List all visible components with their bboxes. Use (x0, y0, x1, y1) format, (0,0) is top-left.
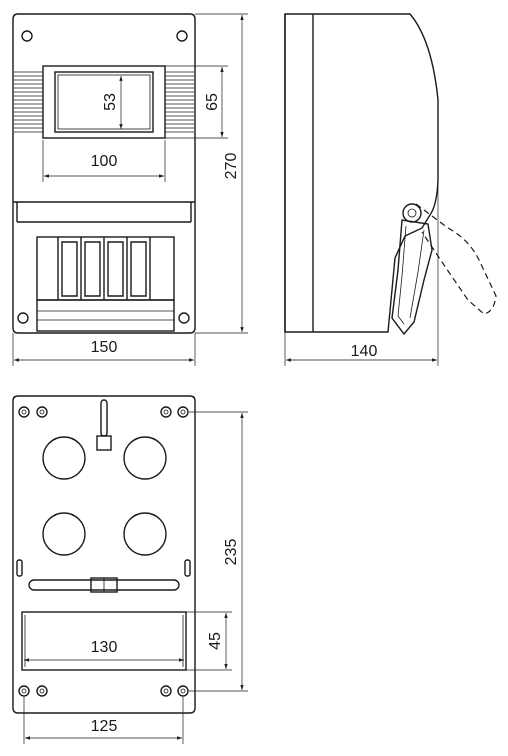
meter-window-glass (54, 71, 154, 133)
screw-hole (178, 312, 190, 324)
meter-window-frame (42, 65, 166, 139)
dim-label-height: 270 (223, 153, 240, 180)
knockout-circle (123, 512, 167, 556)
screw-hole (176, 30, 188, 42)
dim-label-width: 150 (91, 339, 118, 356)
front-view: 53 100 65 270 150 (12, 13, 248, 366)
screw-hole (17, 312, 29, 324)
dim-label-window-height: 65 (204, 93, 221, 111)
bottom-cutout (21, 611, 187, 671)
side-view: 140 (284, 13, 497, 366)
dim-label-cutout-height: 45 (207, 632, 224, 650)
dim-label-window-inner: 53 (102, 93, 119, 111)
front-enclosure-outline (12, 13, 196, 334)
breaker-modules (36, 236, 175, 332)
knockout-circle (42, 436, 86, 480)
screw-hole (21, 30, 33, 42)
dim-label-hole-spacing-v: 235 (223, 539, 240, 566)
dim-label-cutout-width: 130 (91, 639, 118, 656)
keyhole-slot (96, 399, 112, 451)
side-enclosure-outline (284, 13, 439, 333)
knockout-circle (42, 512, 86, 556)
dim-label-window-width: 100 (91, 153, 118, 170)
dim-label-hole-spacing-h: 125 (91, 718, 118, 735)
mounting-holes (18, 406, 189, 697)
right-vent-grille (165, 71, 194, 133)
din-rail (28, 577, 180, 593)
back-view: 130 45 235 125 (12, 395, 248, 744)
back-plate-outline (12, 395, 196, 714)
left-vent-grille (14, 71, 43, 133)
dim-label-depth: 140 (351, 343, 378, 360)
meter-window-inner (57, 74, 151, 130)
latch-open-position (415, 203, 497, 315)
knockout-circle (123, 436, 167, 480)
side-latch (391, 203, 433, 336)
